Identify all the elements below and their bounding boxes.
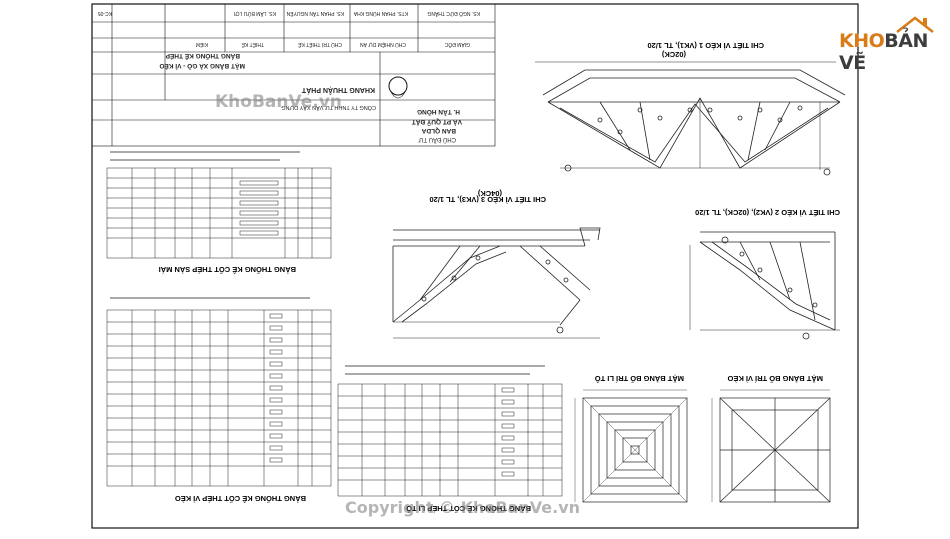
truss-vk3 — [392, 227, 601, 339]
truss-vk3-qty: (04CK) — [477, 189, 502, 198]
logo-kho: KHO — [839, 30, 885, 52]
title-role-4: THIẾT KẾ — [241, 41, 264, 48]
title-name-3: KS. PHAN TẤN NGUYÊN — [286, 10, 344, 18]
truss-vk1-qty: (02CK) — [661, 50, 686, 59]
truss-vk2 — [689, 231, 840, 340]
logo-banve: BẢN VẼ — [839, 30, 928, 74]
table-purlin-steel — [337, 383, 563, 497]
truss-vk2-title: CHI TIẾT VÌ KÈO 2 (VK2), (02CK), TL 1/20 — [695, 208, 840, 218]
sheet-number: KC-05 — [98, 10, 112, 16]
owner-label: CHỦ ĐẦU TƯ — [418, 136, 456, 143]
truss-vk3-title: CHI TIẾT VÌ KÈO 3 (VK3), TL 1/20 — [429, 195, 546, 205]
title-name-4: KS. LÂM BỬU LỢI — [234, 10, 276, 17]
table-floor-steel — [106, 167, 332, 259]
title-role-2: CHỦ NHIỆM DỰ ÁN — [360, 41, 406, 49]
title-role-3: CHỦ TRÌ THIẾT KẾ — [297, 41, 342, 48]
project-label: VÀ PT QUỸ ĐẤT — [412, 118, 462, 128]
watermark-top: KhoBanVe.vn — [215, 92, 342, 112]
table-truss-steel-title: BẢNG THỐNG KÊ CỐT THÉP VÌ KÈO — [175, 494, 306, 504]
company-name: KHANG THUẬN PHÁT — [301, 86, 375, 95]
title-name-2: KTS. PHAN HÙNG KHA — [353, 10, 408, 17]
table-purlin-steel-title: BẢNG THỐNG KÊ CỐT THÉP LI TÔ — [406, 504, 531, 514]
project: H. TÂN HỒNG — [417, 108, 460, 118]
khobanve-logo[interactable]: KHOBẢN VẼ — [839, 14, 944, 74]
house-icon — [896, 16, 934, 33]
table-truss-steel — [106, 309, 332, 487]
plan-purlin — [574, 389, 688, 503]
plan-truss-title: MẶT BẰNG BỐ TRÍ VÌ KÈO — [727, 374, 823, 384]
watermark-bottom: Copyright © KhoBanVe.vn — [345, 498, 581, 517]
plan-purlin-title: MẶT BẰNG BỐ TRÍ LI TÔ — [595, 374, 684, 384]
title-name-1: KS. NGÔ ĐỨC THẮNG — [427, 10, 480, 18]
truss-vk1 — [535, 61, 846, 176]
title-role-5: KIỂM — [196, 41, 208, 48]
sheet-title-2: BẢNG THỐNG KÊ THÉP — [165, 52, 240, 62]
logo-text: KHOBẢN VẼ — [839, 30, 944, 74]
table-floor-steel-title: BẢNG THỐNG KÊ CỐT THÉP SÀN MÁI — [159, 265, 296, 275]
title-block — [91, 3, 496, 147]
title-block-texts: KC-05 KS. NGÔ ĐỨC THẮNG KTS. PHAN HÙNG K… — [98, 10, 480, 143]
table-floor-steel-notes — [110, 151, 300, 161]
table-purlin-steel-notes — [345, 365, 545, 375]
sheet-title-1: MẶT BẰNG XÀ GỒ - VÌ KÈO — [159, 62, 245, 72]
company: CÔNG TY TNHH TƯ VẤN XÂY DỰNG — [281, 104, 376, 111]
title-role-1: GIÁM ĐỐC — [444, 41, 470, 48]
truss-vk1-title: CHI TIẾT VÌ KÈO 1 (VK1), TL 1/20 — [647, 41, 764, 51]
plan-truss — [711, 389, 831, 503]
owner: BAN QLDA — [421, 127, 456, 134]
